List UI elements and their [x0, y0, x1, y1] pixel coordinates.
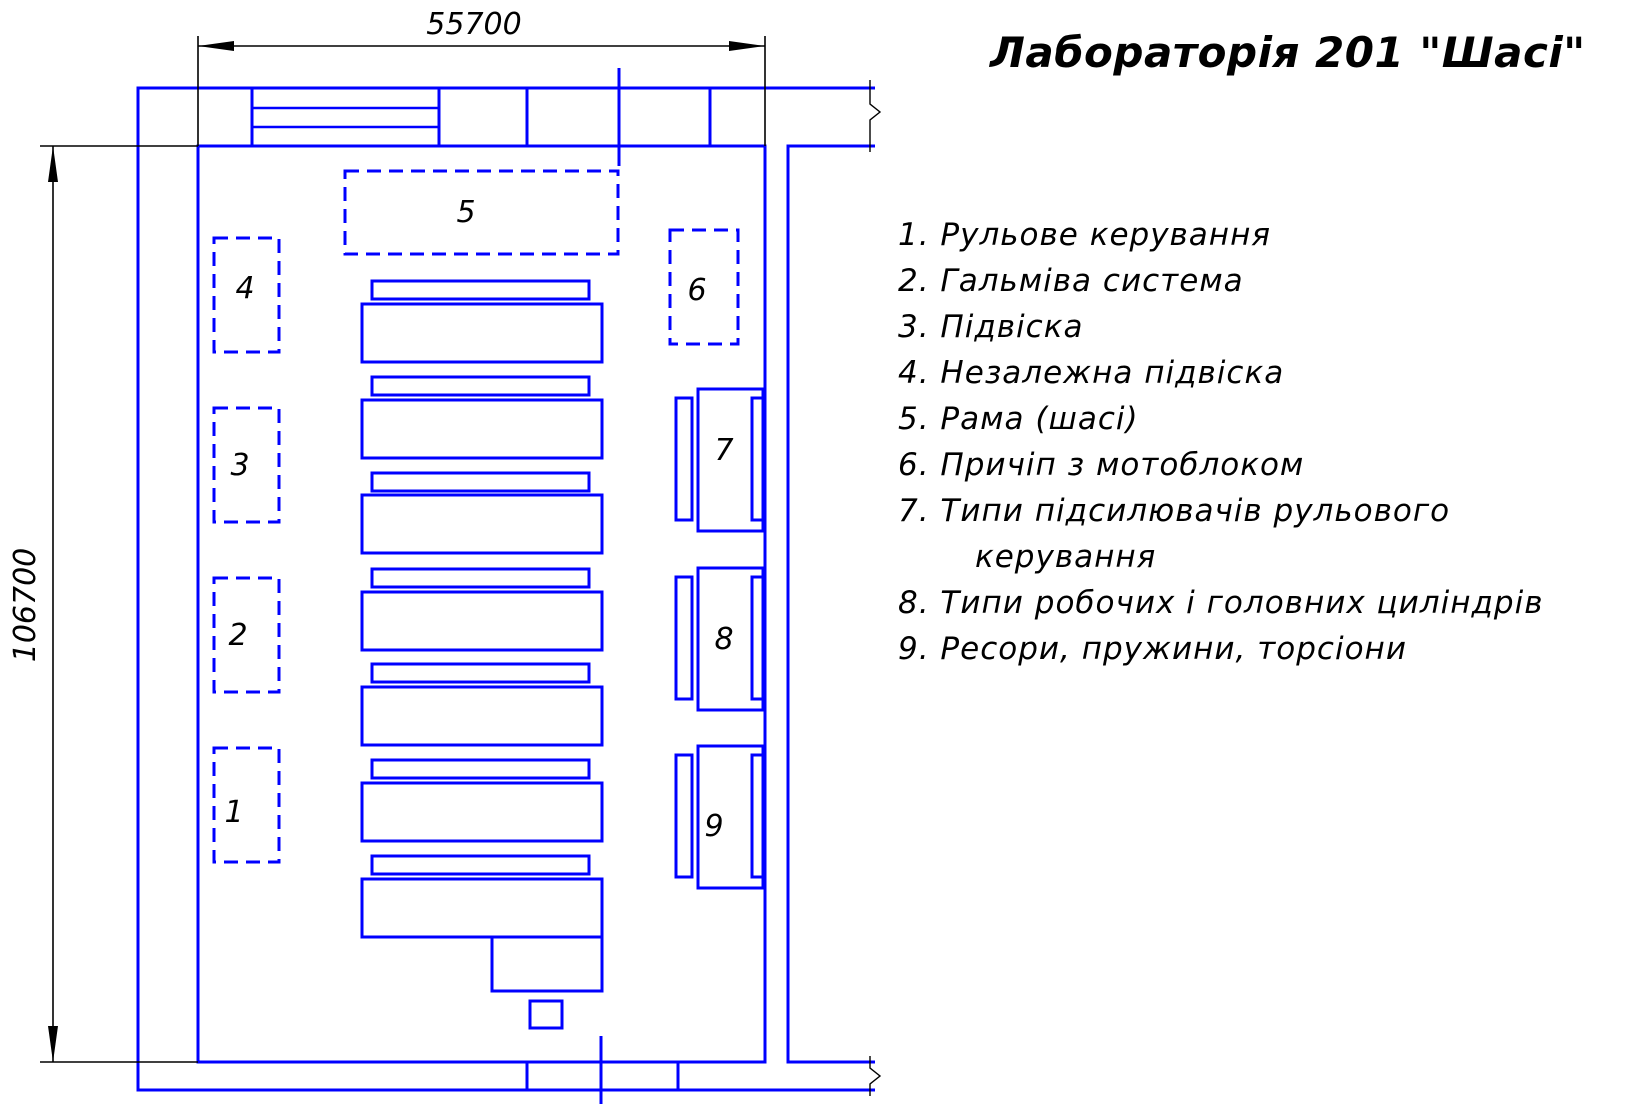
bench [360, 590, 604, 652]
chair [528, 999, 564, 1030]
break-marks [869, 80, 882, 1096]
stand-7-back [750, 396, 765, 522]
dashed-zones [212, 169, 740, 864]
stand-9-back [750, 753, 765, 879]
zone-label-2: 2 [228, 618, 247, 653]
bench-strip [370, 471, 591, 493]
zone-label-5: 5 [456, 195, 475, 230]
legend-item: 6. Причіп з мотоблоком [898, 447, 1305, 483]
bench-strip [370, 758, 591, 780]
break-line-top [869, 80, 882, 152]
zone-label-9: 9 [704, 809, 723, 844]
zone-label-4: 4 [235, 271, 254, 306]
page-title: Лабораторія 201 "Шасі" [990, 28, 1586, 77]
zone-label-8: 8 [714, 622, 733, 657]
bench [360, 781, 604, 843]
wall-stands [674, 387, 765, 890]
bench [360, 398, 604, 460]
legend-item-continuation: керування [975, 539, 1157, 575]
legend: 1. Рульове керування 2. Гальміва система… [898, 212, 1544, 672]
legend-item: 9. Ресори, пружини, торсіони [898, 631, 1407, 667]
zone-6 [668, 228, 740, 346]
dimension-width: 55700 [197, 7, 766, 146]
legend-item-text: 7. Типи підсилювачів рульового [898, 493, 1451, 529]
width-dimension-label: 55700 [426, 7, 521, 42]
stand-8-back [750, 575, 765, 701]
inner-wall [196, 144, 767, 1064]
bench-strip [370, 567, 591, 589]
outer-wall [136, 86, 875, 1092]
zone-labels: 5 4 3 2 1 6 7 8 9 [224, 195, 733, 844]
legend-item: 5. Рама (шасі) [898, 401, 1139, 437]
height-dimension-label: 106700 [8, 548, 43, 663]
zone-5 [343, 169, 620, 256]
zone-label-7: 7 [714, 433, 733, 468]
bench-strip [370, 279, 591, 301]
bench-strip [370, 375, 591, 397]
stand-9-panel [674, 753, 694, 879]
zone-1 [212, 746, 281, 864]
zone-label-1: 1 [224, 795, 243, 830]
dimension-height: 106700 [8, 145, 198, 1063]
zone-3 [212, 406, 281, 524]
bench [360, 302, 604, 364]
stand-8-panel [674, 575, 694, 701]
zone-label-6: 6 [687, 273, 706, 308]
bench [360, 493, 604, 555]
legend-item: 8. Типи робочих і головних циліндрів [898, 585, 1544, 621]
legend-item: 3. Підвіска [898, 309, 1084, 345]
corridor-wall-right [786, 144, 875, 1064]
workbenches [360, 279, 604, 1030]
break-line-bottom [869, 1056, 882, 1096]
zone-label-3: 3 [230, 448, 249, 483]
zone-2 [212, 576, 281, 694]
legend-item: 2. Гальміва система [898, 263, 1244, 299]
legend-item: 1. Рульове керування [898, 217, 1271, 253]
teacher-desk [360, 877, 604, 939]
zone-4 [212, 236, 281, 354]
stand-7-panel [674, 396, 694, 522]
building-walls [136, 68, 875, 1104]
bench [360, 685, 604, 747]
legend-item: 7. Типи підсилювачів рульового керування [898, 488, 1538, 580]
legend-item: 4. Незалежна підвіска [898, 355, 1285, 391]
teacher-desk-return [490, 935, 604, 993]
bench-strip [370, 854, 591, 876]
bench-strip [370, 662, 591, 684]
